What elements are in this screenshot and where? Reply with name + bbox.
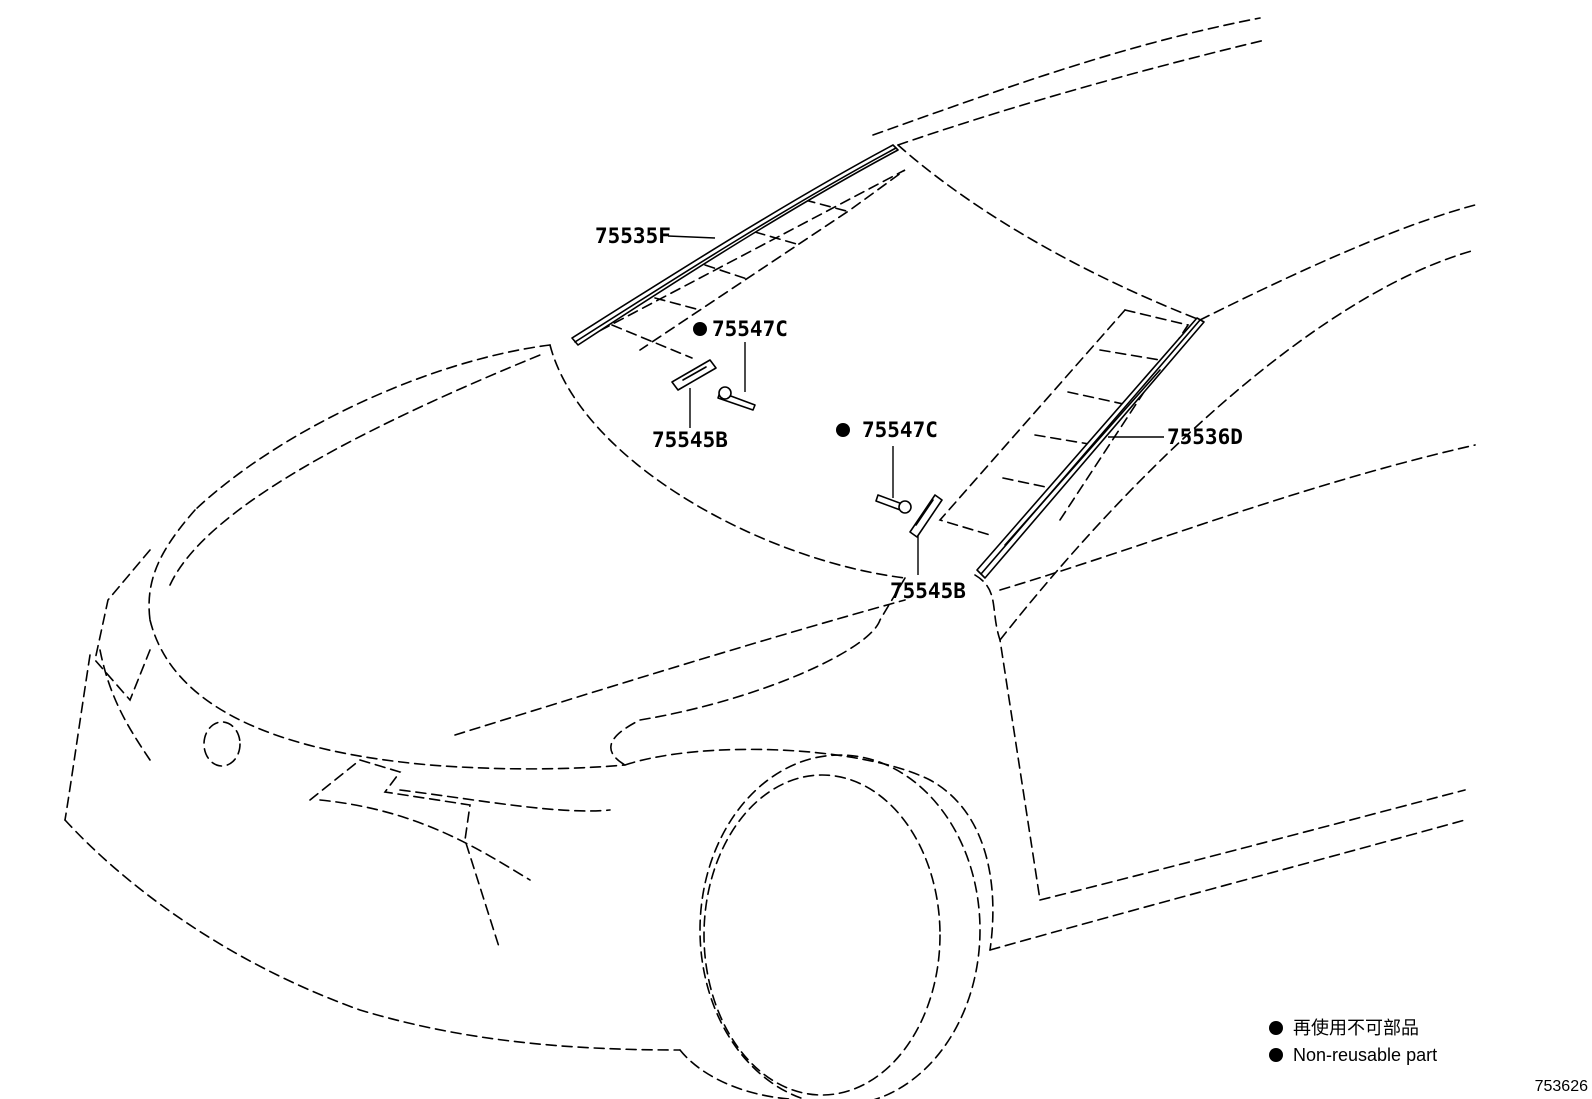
non-reusable-marker-upper: [693, 322, 707, 336]
pillar-molding-attachment-zone: [938, 309, 1190, 536]
legend-marker-en: [1269, 1048, 1283, 1062]
drawing-number: 753626: [1535, 1078, 1588, 1095]
vehicle-outline: [64, 17, 1476, 1099]
clip-upper-part: [717, 386, 756, 411]
legend-marker-jp: [1269, 1021, 1283, 1035]
legend-text-jp: 再使用不可部品: [1293, 1018, 1419, 1038]
legend: 再使用不可部品 Non-reusable part: [1269, 1018, 1437, 1065]
callout-pillar-molding: 75536D: [1167, 425, 1243, 449]
callout-roof-molding: 75535F: [595, 224, 671, 248]
pillar-molding-part: [976, 317, 1205, 579]
non-reusable-marker-lower: [836, 423, 850, 437]
retainer-lower-part: [909, 494, 943, 538]
roof-molding-attachment-zone: [585, 169, 906, 359]
retainer-upper-part: [671, 359, 717, 391]
callout-labels: 75535F 75547C 75545B 75547C 75536D 75545…: [595, 224, 1243, 603]
clip-lower-part: [875, 494, 912, 514]
roof-molding-part: [571, 144, 899, 346]
callout-clip-lower: 75547C: [862, 418, 938, 442]
callout-retainer-upper: 75545B: [652, 428, 728, 452]
callout-retainer-lower: 75545B: [890, 579, 966, 603]
callout-clip-upper: 75547C: [712, 317, 788, 341]
legend-text-en: Non-reusable part: [1293, 1045, 1437, 1065]
leader-lines: [667, 235, 1164, 575]
